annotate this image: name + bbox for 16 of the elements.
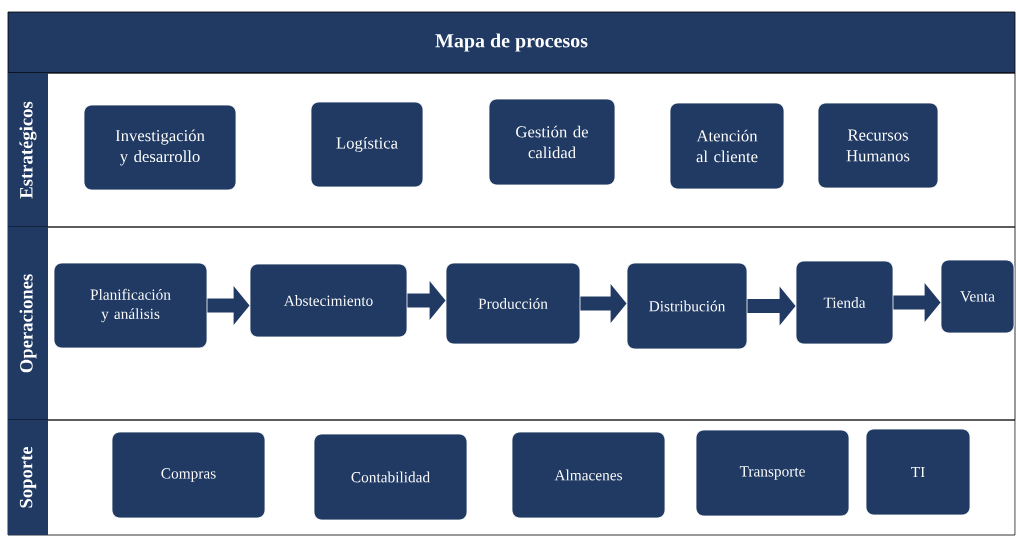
process-box: Compras	[111, 431, 266, 519]
process-box: Logística	[310, 101, 424, 188]
process-box: Tienda	[795, 260, 894, 345]
process-box: TI	[865, 428, 971, 516]
process-box: Venta	[940, 259, 1015, 334]
process-box: Contabilidad	[313, 433, 468, 521]
process-box: Abstecimiento	[249, 263, 408, 338]
process-box: Transporte	[695, 429, 850, 517]
process-box: Planificación y análisis	[53, 262, 208, 349]
process-box: Almacenes	[511, 431, 666, 519]
process-box: Producción	[445, 262, 581, 345]
process-box: Atención al cliente	[669, 102, 785, 190]
process-box: Investigación y desarrollo	[83, 104, 237, 191]
process-box: Distribución	[626, 262, 748, 350]
process-box: Gestión de calidad	[488, 98, 616, 186]
process-box: Recursos Humanos	[817, 102, 939, 189]
